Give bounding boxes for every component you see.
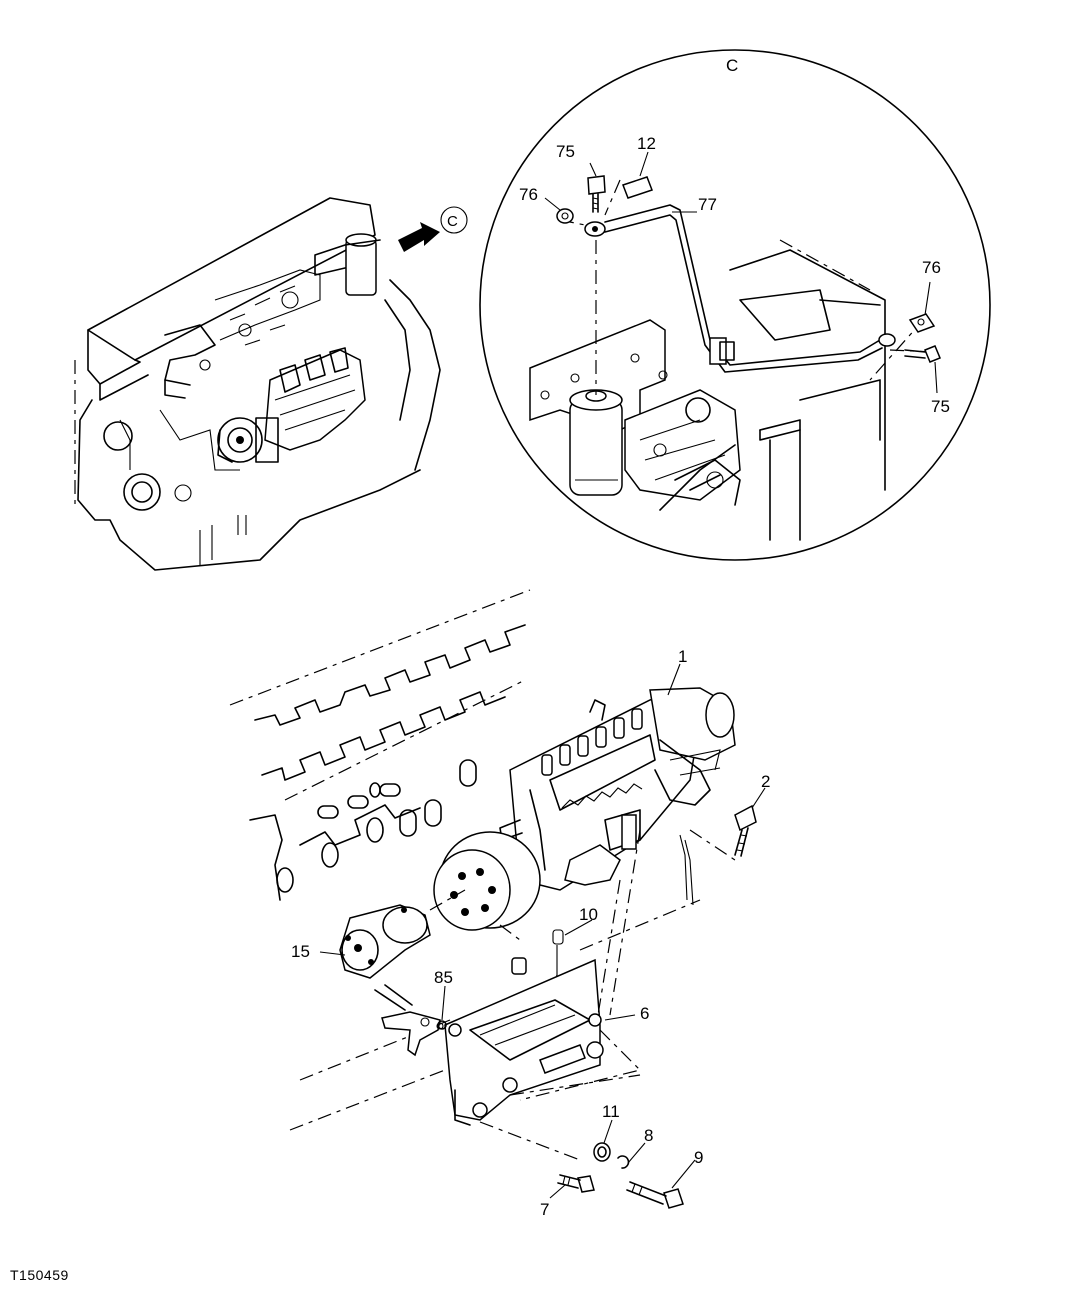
- detail-view-c: [479, 49, 991, 561]
- callout-75-top: 75: [556, 142, 575, 161]
- figure-code: T150459: [10, 1267, 69, 1283]
- callout-7: 7: [540, 1200, 549, 1219]
- callout-85: 85: [434, 968, 453, 987]
- callout-75-right: 75: [931, 397, 950, 416]
- callout-1: 1: [678, 647, 687, 666]
- detail-marker-c: C: [447, 213, 458, 230]
- detail-view-label: C: [726, 56, 738, 75]
- leader-lines: [319, 151, 938, 1199]
- callout-8: 8: [644, 1126, 653, 1145]
- engine-overview: [74, 197, 468, 571]
- pump-assembly: [229, 589, 757, 1209]
- callout-12: 12: [637, 134, 656, 153]
- callout-77: 77: [698, 195, 717, 214]
- callout-2: 2: [761, 772, 770, 791]
- callout-15: 15: [291, 942, 310, 961]
- callout-9: 9: [694, 1148, 703, 1167]
- callout-6: 6: [640, 1004, 649, 1023]
- callout-76-left: 76: [519, 185, 538, 204]
- callout-11: 11: [602, 1102, 620, 1121]
- callout-76-right: 76: [922, 258, 941, 277]
- callout-labels: C C 75 12 76 77 76 75 1 2 10 15 85 6 11 …: [291, 56, 950, 1219]
- callout-10: 10: [579, 905, 598, 924]
